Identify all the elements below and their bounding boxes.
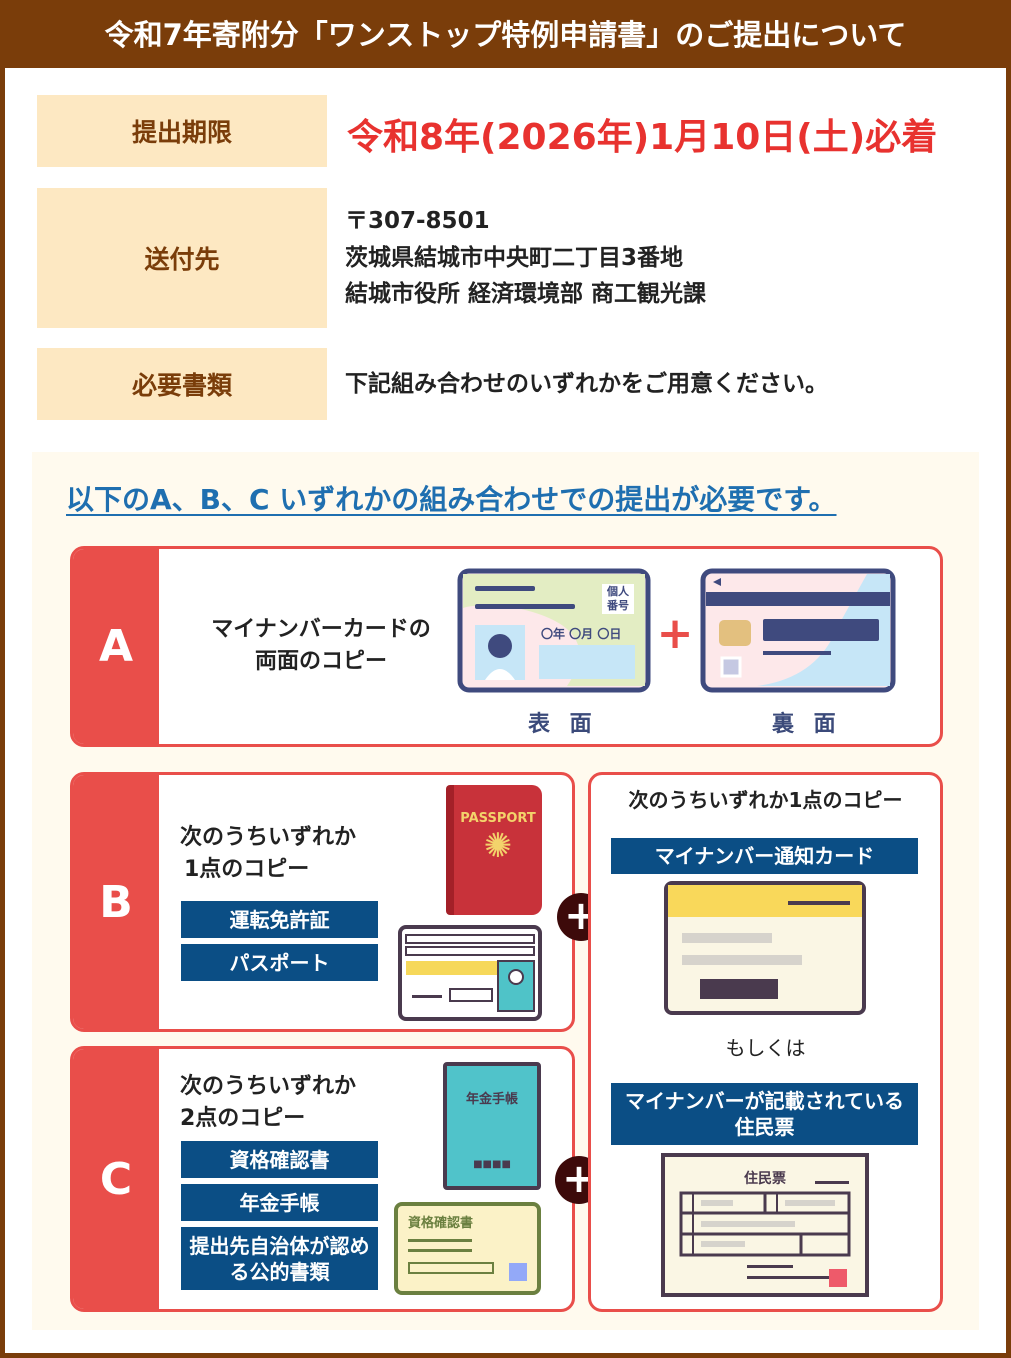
resident-record-line: 住民票 [734,1115,795,1139]
option-c-tag: C [73,1049,159,1309]
resident-record-label: マイナンバーが記載されている 住民票 [611,1083,918,1145]
option-b-line: 次のうちいずれか [180,825,357,850]
documents-label: 必要書類 [37,348,327,420]
drivers-license-label: 運転免許証 [181,901,378,938]
notification-card-label: マイナンバー通知カード [611,838,918,874]
option-b-tag: B [73,775,159,1029]
options-lead: 以下のA、B、C いずれかの組み合わせでの提出が必要です。 [66,483,837,516]
deadline-label: 提出期限 [37,95,327,167]
card-front-icon: 〇年 〇月 〇日 [457,568,651,693]
public-document-label: 提出先自治体が認める公的書類 [181,1227,378,1290]
insurance-cert-text: 資格確認書 [408,1216,474,1231]
insurance-cert-icon: 資格確認書 [394,1202,541,1295]
documents-value: 下記組み合わせのいずれかをご用意ください。 [345,371,828,397]
option-a-text: マイナンバーカードの 両面のコピー [196,614,446,678]
option-c-line: 次のうちいずれか [180,1074,357,1099]
address-value: 〒307-8501 茨城県結城市中央町二丁目3番地 結城市役所 経済環境部 商工… [345,203,706,312]
or-text: もしくは [725,1036,806,1060]
front-caption: 表 面 [528,712,598,737]
resident-record-text: 住民票 [744,1170,786,1187]
pension-book-icon: 年金手帳 ■■■■ [443,1062,541,1190]
address-label: 送付先 [37,188,327,328]
pension-book-text: 年金手帳 [465,1092,518,1107]
option-c-line: 2点のコピー [180,1106,306,1131]
office-name: 結城市役所 経済環境部 商工観光課 [345,281,707,307]
pension-book-label: 年金手帳 [181,1184,378,1221]
card-date-text: 〇年 〇月 〇日 [541,626,621,641]
passport-text: PASSPORT [460,811,536,826]
option-c-text: 次のうちいずれか 2点のコピー [180,1071,356,1135]
option-b-line: 1点のコピー [184,857,310,882]
resident-record-line: マイナンバーが記載されている [625,1089,904,1113]
back-caption: 裏 面 [772,712,842,737]
drivers-license-icon [398,925,542,1021]
right-title: 次のうちいずれか1点のコピー [628,788,903,812]
insurance-cert-label: 資格確認書 [181,1141,378,1178]
deadline-value: 令和8年(2026年)1月10日(土)必着 [347,117,938,158]
option-a-tag: A [73,549,159,744]
address-line: 茨城県結城市中央町二丁目3番地 [345,245,684,271]
card-badge: 個人番号 [602,584,634,614]
card-back-icon [700,568,896,693]
postal-code: 〒307-8501 [345,208,490,234]
option-a-line: 両面のコピー [254,649,387,674]
notification-card-icon [664,881,866,1015]
resident-record-icon: 住民票 [661,1153,869,1297]
plus-icon: + [657,608,694,659]
mynumber-card-illustration: 〇年 〇月 〇日 + [457,568,896,693]
page-header: 令和7年寄附分「ワンストップ特例申請書」のご提出について [104,18,907,52]
passport-item-label: パスポート [181,944,378,981]
option-b-text: 次のうちいずれか 1点のコピー [180,822,356,886]
passport-icon: PASSPORT ✺ [446,785,542,915]
emblem-icon: ✺ [483,826,513,866]
option-a-line: マイナンバーカードの [211,617,431,642]
dots-icon: ■■■■ [473,1159,511,1170]
